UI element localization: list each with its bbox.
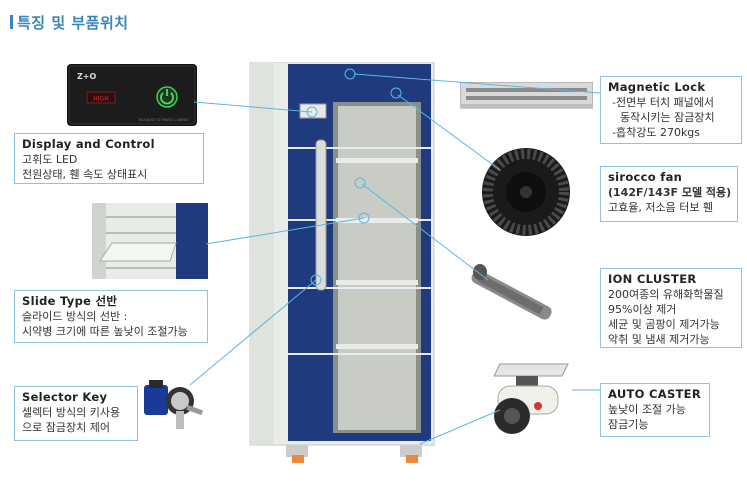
feature-line: (142F/143F 모델 적용): [608, 186, 732, 199]
control-panel-high-label: HIGH: [93, 96, 108, 103]
feature-line: 동작시키는 잠금장치: [620, 111, 715, 124]
feature-slide-type-shelf: Slide Type 선반 슬라이드 방식의 선반 : 시약병 크기에 따른 높…: [14, 290, 208, 343]
feature-line: 고휘도 LED: [22, 153, 78, 166]
feature-line: 으로 잠금장치 제어: [22, 421, 110, 434]
feature-heading: Display and Control: [22, 137, 155, 151]
feature-sirocco-fan: sirocco fan (142F/143F 모델 적용) 고효율, 저소음 터…: [600, 166, 738, 222]
feature-line: 잠금기능: [608, 418, 649, 431]
feature-heading: sirocco fan: [608, 170, 683, 184]
control-panel-caption: REAGENT STORAGE CABINET: [139, 118, 191, 122]
feature-line: 슬라이드 방식의 선반 :: [22, 310, 128, 323]
feature-ion-cluster: ION CLUSTER 200여종의 유해화학물질 95%이상 제거 세균 및 …: [600, 268, 742, 348]
feature-line: 고효율, 저소음 터보 휀: [608, 201, 714, 214]
page-title-text: 특징 및 부품위치: [17, 14, 129, 32]
cabinet-image: [249, 62, 435, 463]
feature-line: -흡착강도 270kgs: [612, 126, 701, 139]
sirocco-fan-image: [482, 148, 570, 236]
feature-heading: AUTO CASTER: [608, 387, 701, 401]
feature-display-and-control: Display and Control 고휘도 LED 전원상태, 휀 속도 상…: [14, 133, 204, 184]
feature-line: 악취 및 냄새 제거가능: [608, 333, 710, 346]
feature-selector-key: Selector Key 셀렉터 방식의 키사용 으로 잠금장치 제어: [14, 386, 138, 441]
control-panel-image: Z+O HIGH REAGENT STORAGE CABINET: [67, 64, 197, 126]
feature-heading: Magnetic Lock: [608, 80, 706, 94]
feature-auto-caster: AUTO CASTER 높낮이 조절 가능 잠금기능: [600, 383, 710, 437]
slide-shelf-image: [92, 203, 208, 279]
feature-heading: Selector Key: [22, 390, 108, 404]
title-bar-mark: [10, 15, 13, 29]
feature-line: 95%이상 제거: [608, 303, 677, 316]
feature-line: -전면부 터치 패널에서: [612, 96, 715, 109]
feature-line: 전원상태, 휀 속도 상태표시: [22, 168, 148, 181]
feature-line: 셀렉터 방식의 키사용: [22, 406, 121, 419]
feature-heading: Slide Type 선반: [22, 294, 118, 308]
selector-key-image: [144, 380, 204, 429]
feature-line: 세균 및 곰팡이 제거가능: [608, 318, 720, 331]
page-title: 특징 및 부품위치: [10, 12, 129, 33]
feature-line: 높낮이 조절 가능: [608, 403, 686, 416]
feature-line: 시약병 크기에 따른 높낮이 조절가능: [22, 325, 188, 338]
feature-heading: ION CLUSTER: [608, 272, 697, 286]
magnetic-lock-image: [460, 82, 593, 109]
control-panel-brand: Z+O: [77, 72, 97, 81]
feature-line: 200여종의 유해화학물질: [608, 288, 724, 301]
auto-caster-image: [493, 363, 569, 434]
power-icon: [160, 92, 174, 105]
feature-magnetic-lock: Magnetic Lock -전면부 터치 패널에서 동작시키는 잠금장치 -흡…: [600, 76, 742, 144]
